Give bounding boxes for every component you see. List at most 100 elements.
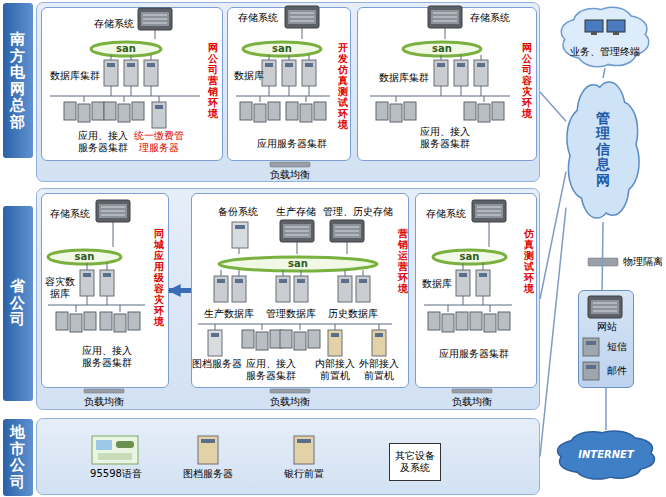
storage-slot xyxy=(593,307,617,308)
server-body xyxy=(294,276,308,302)
icon-caption: 内部接入前置机 xyxy=(314,358,356,382)
monitor-screen xyxy=(585,20,603,32)
cluster-server xyxy=(286,102,298,120)
server-icon xyxy=(456,270,470,296)
cloud-fill xyxy=(608,17,646,42)
server-icon xyxy=(474,60,488,86)
server-body xyxy=(104,60,118,86)
storage-slot xyxy=(101,211,125,212)
san-label: san xyxy=(432,43,452,55)
server-panel xyxy=(586,341,596,345)
san-ring-outline xyxy=(403,42,481,56)
server-icon xyxy=(583,338,599,356)
storage-icon xyxy=(96,200,130,222)
network-wire xyxy=(159,96,160,102)
storage-slot xyxy=(285,231,309,232)
server-panel xyxy=(297,279,305,283)
server-body xyxy=(276,276,290,302)
network-wire xyxy=(484,96,485,102)
environment-title: 网公司营销环境 xyxy=(208,42,218,119)
cluster-server xyxy=(70,314,82,332)
server-icon xyxy=(338,276,352,302)
server-panel xyxy=(107,63,115,67)
san-ellipse: san xyxy=(242,41,322,57)
server-body xyxy=(328,330,342,356)
network-wire xyxy=(289,86,290,96)
network-wire xyxy=(215,324,216,330)
storage-slot xyxy=(290,21,314,22)
service-label: 邮件 xyxy=(605,365,629,377)
load-balancer-icon xyxy=(84,389,124,393)
voice-handset xyxy=(116,441,134,448)
server-icon xyxy=(144,60,158,86)
icon-caption: 数据库集群 xyxy=(378,72,430,84)
server-panel xyxy=(285,63,293,67)
load-balancer-icon xyxy=(270,389,310,393)
environment-box: 网公司营销环境 san xyxy=(41,7,223,161)
cluster-server xyxy=(118,104,130,122)
network-wire xyxy=(221,270,222,276)
storage-body xyxy=(96,200,130,222)
storage-icon xyxy=(472,200,506,222)
storage-slot xyxy=(143,23,167,24)
server-panel xyxy=(457,63,465,67)
server-body xyxy=(282,60,296,86)
server-body xyxy=(144,60,158,86)
network-wire xyxy=(461,55,462,60)
band-title: 南方电网总部 xyxy=(10,31,25,130)
server-cluster-icon xyxy=(64,102,104,122)
storage-slot xyxy=(335,227,359,228)
network-wire xyxy=(379,324,380,330)
server-cluster-icon xyxy=(286,102,326,122)
server-body xyxy=(456,270,470,296)
server-icon xyxy=(124,60,138,86)
service-label: 网站 xyxy=(593,321,621,333)
terminal-cloud: 业务、管理终端 xyxy=(560,6,650,68)
icon-caption: 负载均衡 xyxy=(266,169,314,181)
storage-slot xyxy=(433,13,457,14)
san-ring-outline xyxy=(48,250,121,264)
server-body xyxy=(583,338,599,356)
network-wire xyxy=(269,55,270,60)
icon-caption: 应用、接入服务器集群 xyxy=(80,345,134,369)
icon-caption: 管理数据库 xyxy=(264,308,318,320)
server-panel xyxy=(479,273,487,277)
server-panel xyxy=(297,439,311,443)
icon-caption: 存储系统 xyxy=(48,208,92,220)
icon-caption: 应用、接入服务器集群 xyxy=(244,358,298,382)
network-wire xyxy=(111,86,112,96)
network-wire xyxy=(87,263,88,270)
storage-slot xyxy=(290,17,314,18)
icon-caption: 存储系统 xyxy=(92,18,136,30)
server-cluster-icon xyxy=(428,312,468,332)
cluster-server xyxy=(314,102,326,120)
server-panel xyxy=(147,63,155,67)
network-wire xyxy=(239,270,240,276)
server-cluster-icon xyxy=(470,312,510,332)
network-wire xyxy=(441,86,442,96)
san-ellipse: san xyxy=(90,41,162,57)
network-wire xyxy=(120,305,121,312)
box-label: 其它设备及系统 xyxy=(395,450,435,474)
server-panel xyxy=(331,333,339,337)
server-panel xyxy=(279,279,287,283)
environment-box: 开发仿真测试环境san xyxy=(227,7,351,161)
storage-icon xyxy=(138,8,172,30)
server-panel xyxy=(201,439,215,443)
network-wire xyxy=(260,96,261,102)
storage-slot xyxy=(335,231,359,232)
icon-caption: 应用、接入服务器集群 xyxy=(76,130,130,154)
storage-front xyxy=(333,224,361,238)
icon-caption: 95598语音 xyxy=(88,468,144,480)
network-wire xyxy=(347,242,348,254)
server-body xyxy=(356,276,370,302)
network-wire xyxy=(481,55,482,60)
environment-title: 网公司容灾环境 xyxy=(522,42,532,119)
environment-box: 网公司容灾环境 san xyxy=(357,7,537,161)
server-icon xyxy=(104,60,118,86)
san-label: san xyxy=(75,251,95,263)
environment-title: 仿真测试环境 xyxy=(524,228,534,294)
storage-body xyxy=(428,6,462,28)
server-cluster-icon xyxy=(242,330,282,350)
network-wire xyxy=(87,296,88,305)
